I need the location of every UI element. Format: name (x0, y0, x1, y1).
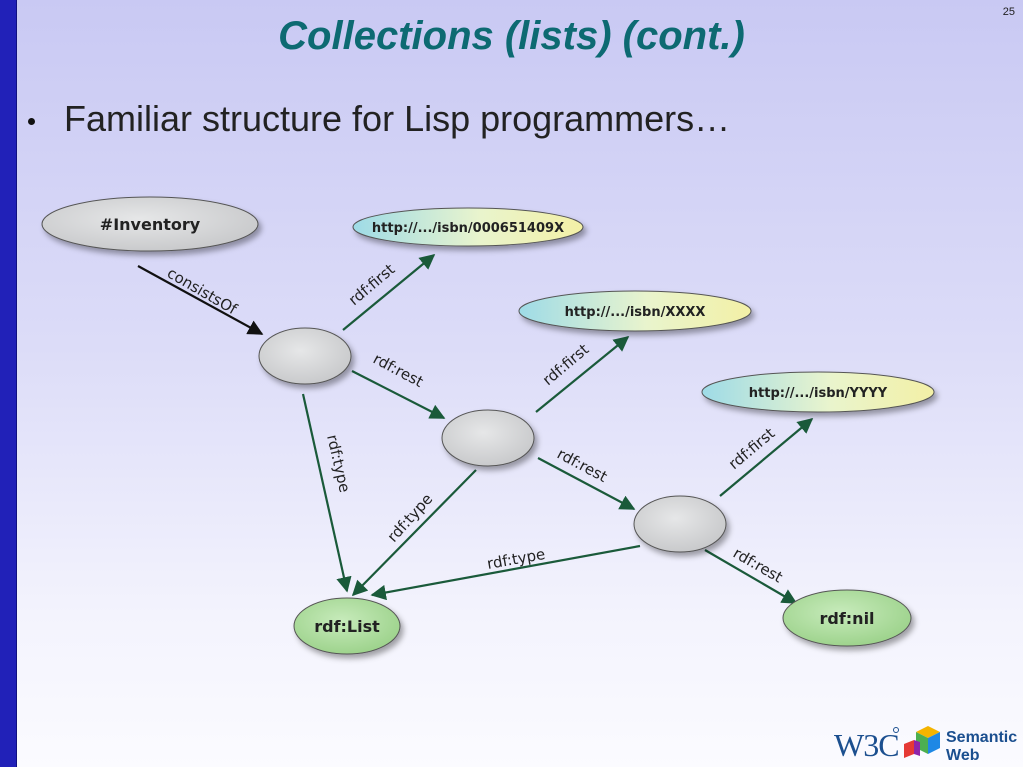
node-rdf-list: rdf:List (293, 597, 401, 655)
edge-type-2 (351, 469, 477, 597)
node-label-isbn-3: http://.../isbn/YYYY (749, 386, 888, 401)
edge-rest-2 (537, 457, 636, 510)
node-inventory: #Inventory (41, 196, 259, 252)
edge-rest-1 (351, 370, 446, 419)
blank-node-3 (633, 495, 727, 553)
bullet-dot (28, 118, 35, 125)
node-rdf-nil: rdf:nil (782, 589, 912, 647)
blank-node-2 (441, 409, 535, 467)
edge-label-consists-of: consistsOf (164, 264, 241, 319)
node-isbn-2: http://.../isbn/XXXX (518, 290, 752, 332)
slide-title: Collections (lists) (cont.) (278, 14, 745, 58)
logo-line-2: Web (946, 747, 980, 764)
node-label-rdf-nil: rdf:nil (819, 609, 874, 628)
edge-label-first-2: rdf:first (539, 340, 592, 389)
edge-first-3 (719, 418, 814, 497)
node-label-isbn-1: http://.../isbn/000651409X (372, 221, 564, 236)
blank-node-1 (258, 327, 352, 385)
left-accent-bar (0, 0, 17, 767)
edge-type-3 (370, 544, 641, 601)
bullet-text: Familiar structure for Lisp programmers… (64, 98, 731, 139)
node-isbn-1: http://.../isbn/000651409X (352, 207, 584, 247)
w3c-logo-text: W3C (834, 727, 899, 763)
edge-consists-of (137, 265, 264, 335)
logo-line-1: Semantic (946, 729, 1017, 746)
edge-label-first-3: rdf:first (725, 424, 778, 473)
semantic-web-cube-icon (904, 726, 940, 758)
edges (137, 254, 814, 604)
edge-label-type-1: rdf:type (323, 433, 354, 494)
node-isbn-3: http://.../isbn/YYYY (701, 371, 935, 413)
node-label-isbn-2: http://.../isbn/XXXX (565, 305, 706, 320)
edge-type-1 (301, 393, 352, 593)
node-label-rdf-list: rdf:List (314, 617, 380, 636)
edge-label-first-1: rdf:first (345, 260, 398, 309)
edge-rest-3 (704, 549, 798, 604)
edge-label-rest-2: rdf:rest (554, 445, 610, 486)
edge-first-2 (535, 336, 630, 413)
slide-number: 25 (1002, 6, 1015, 18)
node-label-inventory: #Inventory (100, 215, 201, 234)
w3c-semantic-web-logo: W3C Semantic Web (834, 726, 1017, 764)
edge-first-1 (342, 254, 436, 331)
